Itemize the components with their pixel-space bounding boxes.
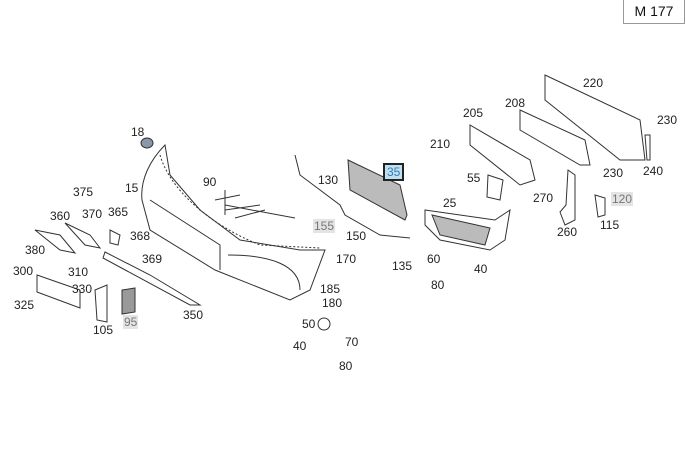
- part-label-230[interactable]: 230: [657, 113, 678, 127]
- plate-300-shape: [36, 274, 81, 309]
- part-label-80[interactable]: 80: [431, 278, 445, 292]
- bracket-380-shape: [34, 229, 77, 254]
- duct-208-shape: [519, 109, 591, 166]
- bracket-365-shape: [109, 229, 121, 246]
- part-label-369[interactable]: 369: [142, 252, 163, 266]
- part-label-155[interactable]: 155: [313, 219, 336, 233]
- clip-18-shape: [140, 137, 154, 149]
- bracket-260-shape: [559, 169, 576, 226]
- part-label-300[interactable]: 300: [13, 264, 34, 278]
- part-label-350[interactable]: 350: [183, 308, 204, 322]
- bracket-115-shape: [594, 194, 606, 218]
- carrier-220-shape: [544, 74, 646, 161]
- strip-240-shape: [644, 134, 651, 161]
- part-label-185[interactable]: 185: [320, 282, 341, 296]
- part-label-310[interactable]: 310: [68, 265, 89, 279]
- part-label-25[interactable]: 25: [443, 196, 457, 210]
- duct-205-shape: [469, 124, 536, 186]
- rod-130-shape: [294, 154, 411, 239]
- part-label-35[interactable]: 35: [383, 163, 405, 181]
- bracket-55-shape: [486, 174, 504, 201]
- bracket-360-shape: [64, 222, 102, 249]
- part-label-50[interactable]: 50: [302, 317, 316, 331]
- part-label-230[interactable]: 230: [603, 166, 624, 180]
- part-label-360[interactable]: 360: [50, 209, 71, 223]
- wiring-90-shape: [214, 190, 296, 219]
- part-label-40[interactable]: 40: [474, 262, 488, 276]
- part-label-115[interactable]: 115: [600, 218, 620, 232]
- sensor-95-shape: [121, 287, 136, 315]
- part-label-170[interactable]: 170: [336, 252, 357, 266]
- part-label-70[interactable]: 70: [345, 335, 359, 349]
- part-label-210[interactable]: 210: [430, 137, 451, 151]
- part-label-368[interactable]: 368: [130, 229, 151, 243]
- part-label-205[interactable]: 205: [463, 106, 484, 120]
- part-label-120[interactable]: 120: [611, 192, 634, 206]
- part-label-325[interactable]: 325: [14, 298, 35, 312]
- part-label-260[interactable]: 260: [557, 225, 578, 239]
- grille-25-shape: [424, 208, 511, 251]
- cover-105-shape: [94, 284, 108, 323]
- part-label-240[interactable]: 240: [643, 164, 664, 178]
- part-label-270[interactable]: 270: [533, 191, 554, 205]
- part-label-220[interactable]: 220: [583, 76, 604, 90]
- part-label-365[interactable]: 365: [108, 205, 129, 219]
- part-label-18[interactable]: 18: [131, 125, 145, 139]
- part-label-380[interactable]: 380: [25, 243, 46, 257]
- part-label-55[interactable]: 55: [467, 171, 481, 185]
- part-label-90[interactable]: 90: [203, 175, 217, 189]
- part-label-330[interactable]: 330: [72, 282, 93, 296]
- part-label-375[interactable]: 375: [73, 185, 94, 199]
- part-label-105[interactable]: 105: [93, 323, 114, 337]
- bumper-cover-shape: [141, 143, 326, 301]
- part-label-135[interactable]: 135: [392, 259, 413, 273]
- trim-350-shape: [102, 251, 202, 306]
- part-label-180[interactable]: 180: [322, 296, 343, 310]
- part-50-shape: [317, 317, 331, 331]
- part-label-60[interactable]: 60: [427, 252, 441, 266]
- part-label-370[interactable]: 370: [82, 207, 103, 221]
- part-label-80[interactable]: 80: [339, 359, 353, 373]
- part-label-15[interactable]: 15: [125, 181, 139, 195]
- part-label-208[interactable]: 208: [505, 96, 526, 110]
- part-label-130[interactable]: 130: [318, 173, 339, 187]
- model-badge: M 177: [623, 0, 685, 24]
- part-label-150[interactable]: 150: [346, 229, 367, 243]
- part-label-40[interactable]: 40: [293, 339, 307, 353]
- part-label-95[interactable]: 95: [123, 315, 139, 329]
